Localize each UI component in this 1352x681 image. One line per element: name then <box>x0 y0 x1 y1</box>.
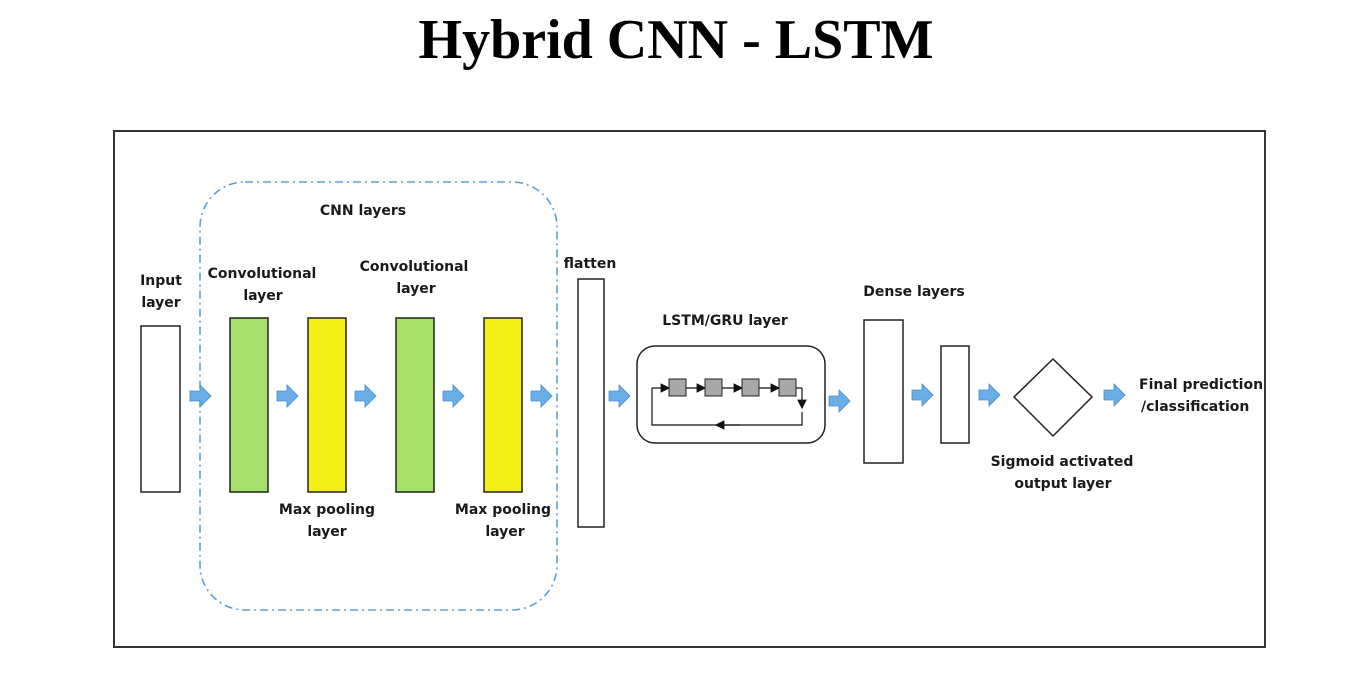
input-layer-box <box>140 325 181 493</box>
cnn-layers-label: CNN layers <box>320 203 406 219</box>
dense1-layer-box <box>863 319 904 464</box>
arrow-pool2-flatten <box>530 384 553 408</box>
sigmoid-label-2: output layer <box>1014 476 1111 492</box>
pool1-layer-box <box>307 317 347 493</box>
flatten-label: flatten <box>564 256 617 272</box>
flatten-layer-box <box>577 278 605 528</box>
arrow-flatten-lstm <box>608 384 631 408</box>
input-layer-label-2: layer <box>141 295 180 311</box>
arrow-dense1-dense2 <box>911 383 934 407</box>
diagram-title: Hybrid CNN - LSTM <box>418 9 934 71</box>
dense2-layer-box <box>940 345 970 444</box>
lstm-cell-1 <box>668 378 687 397</box>
final-label-2: /classification <box>1141 399 1249 415</box>
arrow-pool1-conv2 <box>354 384 377 408</box>
sigmoid-output-diamond <box>1012 357 1094 438</box>
lstm-layer-box <box>636 345 826 444</box>
sigmoid-label-1: Sigmoid activated <box>991 454 1134 470</box>
arrow-input-conv1 <box>189 384 212 408</box>
dense-label: Dense layers <box>863 284 964 300</box>
arrow-dense2-sigmoid <box>978 383 1001 407</box>
arrow-lstm-dense <box>828 389 851 413</box>
conv1-label-1: Convolutional <box>208 266 317 282</box>
lstm-recurrent-cells <box>651 378 807 430</box>
diagram-frame <box>113 130 1266 648</box>
arrow-sigmoid-final <box>1103 383 1126 407</box>
lstm-label: LSTM/GRU layer <box>662 313 788 329</box>
conv1-label-2: layer <box>243 288 282 304</box>
pool2-layer-box <box>483 317 523 493</box>
pool1-label-1: Max pooling <box>279 502 375 518</box>
lstm-cell-2 <box>704 378 723 397</box>
flow-arrows <box>189 383 1126 413</box>
conv2-label-1: Convolutional <box>360 259 469 275</box>
lstm-cell-4 <box>778 378 797 397</box>
arrow-conv2-pool2 <box>442 384 465 408</box>
pool1-label-2: layer <box>307 524 346 540</box>
cnn-group-box <box>199 181 558 611</box>
conv2-label-2: layer <box>396 281 435 297</box>
arrow-conv1-pool1 <box>276 384 299 408</box>
pool2-label-2: layer <box>485 524 524 540</box>
final-label-1: Final prediction <box>1139 377 1263 393</box>
input-layer-label-1: Input <box>140 273 182 289</box>
conv2-layer-box <box>395 317 435 493</box>
pool2-label-1: Max pooling <box>455 502 551 518</box>
lstm-cell-3 <box>741 378 760 397</box>
conv1-layer-box <box>229 317 269 493</box>
